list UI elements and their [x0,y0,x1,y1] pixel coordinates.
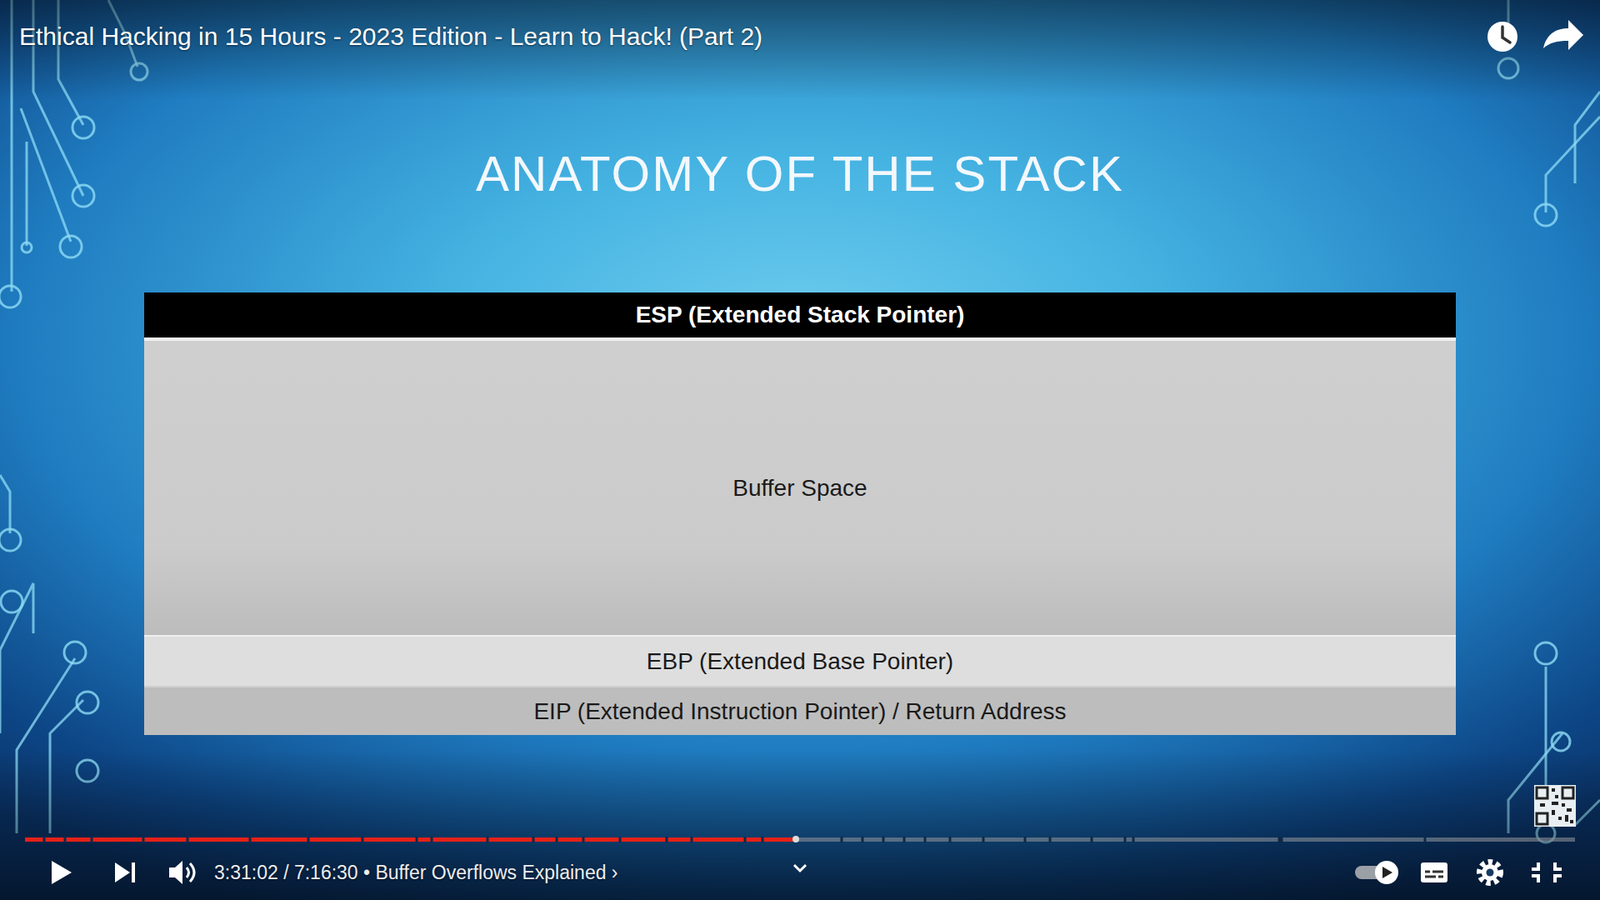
circuit-pads [0,58,1570,843]
subtitles-lines [1425,871,1444,877]
progress-bar [25,835,1575,843]
watch-later-icon [1487,21,1518,52]
band-label: EIP (Extended Instruction Pointer) / Ret… [523,697,1076,726]
scrubber [792,835,800,843]
circuit-pad [72,116,95,139]
volume-icon [169,860,195,885]
progress-played [25,837,796,842]
qr-finder [1562,787,1574,799]
qr-modules [1540,788,1574,824]
toggle-knob [1375,860,1399,885]
circuit-line [0,475,10,534]
instruction-pointer-band: EIP (Extended Instruction Pointer) / Ret… [144,685,1456,735]
circuit-line [1545,116,1600,213]
gear-teeth [1480,862,1500,883]
clock-face [1487,21,1518,52]
circuit-pad [0,529,21,551]
stack-pointer-band: ESP (Extended Stack Pointer) [144,292,1456,341]
circuit-line [1575,91,1600,184]
circuit-pad [1535,204,1557,226]
slide-title: ANATOMY OF THE STACK [475,145,1125,203]
sound-waves [186,863,195,882]
circuit-pad [60,235,82,258]
qr-finder [1536,813,1548,825]
subtitles-box [1420,862,1448,883]
circuit-line [25,141,29,246]
progress-track [25,837,1575,842]
circuit-pad [0,590,23,613]
toggle-play [1382,866,1393,879]
qr-background [1534,785,1576,827]
base-pointer-band: EBP (Extended Base Pointer) [144,635,1456,686]
share-icon [1543,20,1584,50]
chapter-chevron [794,865,806,871]
bottom-shade [0,750,1600,900]
next-bar [131,862,135,883]
next-triangle [115,862,130,883]
circuit-pad [72,185,95,207]
next-icon [115,862,135,883]
circuit-pad [1535,642,1557,665]
band-label: Buffer Space [722,474,877,503]
video-timestamp: 3:31:02 / 7:16:30 • Buffer Overflows Exp… [214,861,619,885]
subtitles-icon [1420,862,1448,883]
band-label: EBP (Extended Base Pointer) [636,647,964,676]
circuit-pad [76,691,99,714]
top-shade [0,0,1600,100]
video-title: Ethical Hacking in 15 Hours - 2023 Editi… [19,22,763,51]
speaker [169,860,183,885]
band-label: ESP (Extended Stack Pointer) [625,300,975,330]
play-icon [51,860,72,885]
autoplay-toggle [1355,860,1399,885]
buffer-space-region: Buffer Space [144,340,1456,635]
gear-body [1481,864,1499,881]
circuit-lines [0,0,1600,834]
qr-code [1534,785,1576,827]
exit-fullscreen-icon [1531,862,1562,883]
circuit-line [20,108,71,242]
circuit-pad [0,285,21,308]
circuit-pad [21,242,32,253]
circuit-pad [64,641,86,664]
settings-icon [1480,862,1500,883]
circuit-pad [1551,732,1570,751]
chapter-gaps [44,836,1425,843]
gear-hole [1486,869,1495,877]
qr-finder [1536,787,1548,799]
clock-hands [1502,26,1510,43]
circuit-line [0,583,34,734]
